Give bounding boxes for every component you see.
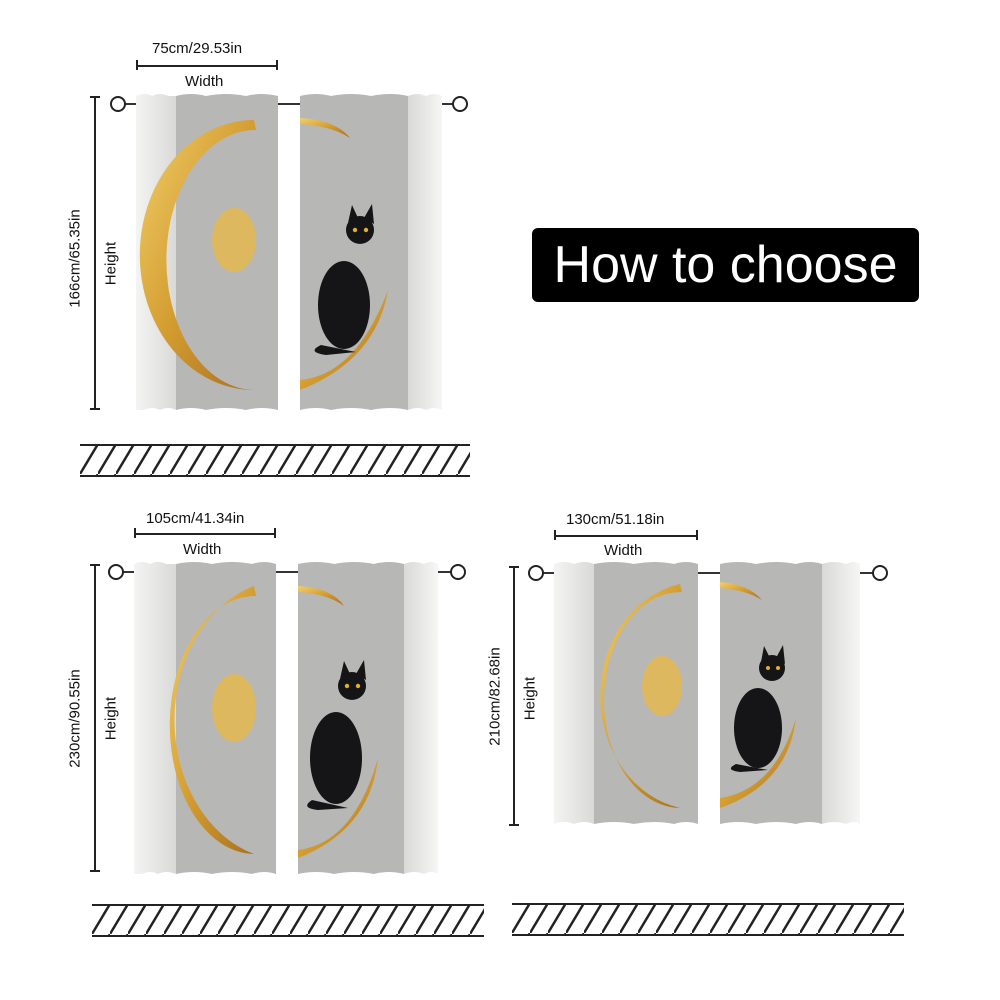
width-measure-label: 75cm/29.53in — [152, 40, 243, 57]
curtain-panel-right — [720, 562, 860, 824]
width-measure-label: 105cm/41.34in — [146, 510, 245, 527]
width-measure-line — [136, 65, 278, 67]
rod-end-left-icon — [528, 565, 544, 581]
curtain-panel-left — [134, 562, 276, 874]
height-tick-bottom — [509, 824, 519, 826]
height-tick-bottom — [90, 408, 100, 410]
rod-end-left-icon — [110, 96, 126, 112]
how-to-choose-banner: How to choose — [532, 228, 919, 302]
height-tick-bottom — [90, 870, 100, 872]
rod-end-left-icon — [108, 564, 124, 580]
rod-end-right-icon — [450, 564, 466, 580]
width-tick-right — [696, 530, 698, 540]
black-cat-icon — [314, 204, 374, 355]
height-tick-top — [90, 564, 100, 566]
black-cat-icon — [307, 660, 366, 810]
height-measure-label: 210cm/82.68in — [486, 647, 504, 746]
width-tick-right — [276, 60, 278, 70]
headline-text: How to choose — [553, 236, 898, 294]
curtain-panel-left — [136, 94, 278, 410]
height-measure-label: 230cm/90.55in — [66, 669, 84, 768]
width-tick-left — [134, 528, 136, 538]
width-caption: Width — [185, 73, 224, 90]
curtain-illustration — [108, 562, 466, 874]
height-measure-line — [94, 96, 96, 410]
height-measure-line — [94, 564, 96, 872]
floor-line — [512, 903, 904, 936]
curtain-illustration — [110, 94, 468, 410]
width-tick-left — [136, 60, 138, 70]
width-tick-right — [274, 528, 276, 538]
floor-line — [92, 904, 484, 937]
height-tick-top — [509, 566, 519, 568]
curtain-panel-left — [554, 562, 698, 824]
width-caption: Width — [183, 541, 222, 558]
width-measure-line — [554, 535, 698, 537]
height-measure-label: 166cm/65.35in — [66, 209, 84, 308]
curtain-panel-right — [298, 562, 438, 874]
width-caption: Width — [604, 542, 643, 559]
height-measure-line — [513, 566, 515, 826]
width-measure-line — [134, 533, 276, 535]
curtain-panel-right — [300, 94, 442, 410]
floor-line — [80, 444, 470, 477]
curtain-illustration — [528, 562, 888, 824]
width-measure-label: 130cm/51.18in — [566, 511, 665, 528]
width-tick-left — [554, 530, 556, 540]
black-cat-icon — [730, 645, 785, 772]
height-tick-top — [90, 96, 100, 98]
rod-end-right-icon — [872, 565, 888, 581]
rod-end-right-icon — [452, 96, 468, 112]
